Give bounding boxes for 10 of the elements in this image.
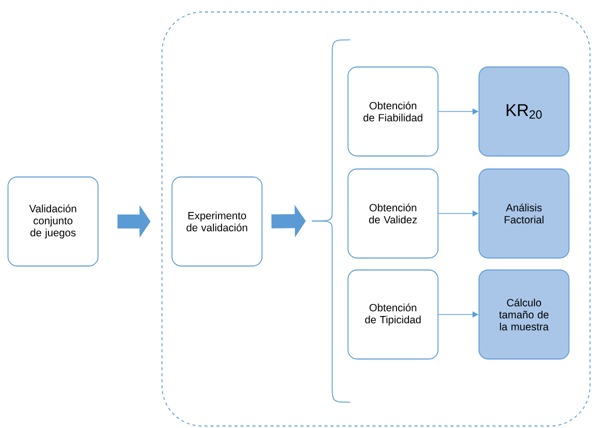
result-box: Cálculo tamaño de la muestra [478, 270, 570, 360]
process-box: Validación conjunto de juegos [8, 176, 98, 266]
process-box: Experimento de validación [172, 176, 262, 266]
result-box: Análisis Factorial [478, 168, 570, 258]
brace [311, 39, 351, 403]
process-box: Obtención de Tipicidad [348, 270, 438, 360]
process-box: Obtención de Validez [348, 168, 438, 258]
process-box: Obtención de Fiabilidad [348, 66, 438, 156]
dashed-frame [162, 12, 590, 426]
result-box: KR$_{20}$ [478, 66, 570, 156]
